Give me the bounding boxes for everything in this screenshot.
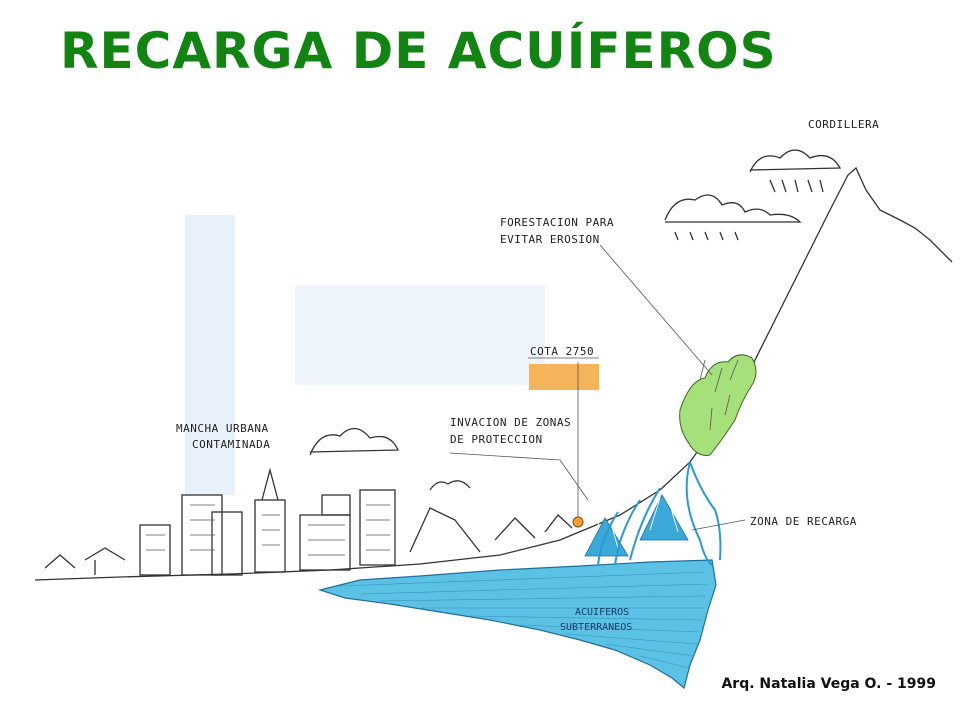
aquifer-hatching (339, 571, 709, 669)
forest-trees (699, 359, 739, 431)
label-invasion-line1: INVACION DE ZONAS (450, 416, 571, 429)
background-smudge (185, 215, 235, 495)
aquifer-body (317, 559, 717, 690)
recharge-zone (584, 494, 689, 557)
label-acuiferos-line2: SUBTERRANEOS (560, 622, 632, 633)
urban-skyline (44, 427, 573, 576)
label-forestacion-line2: EVITAR EROSION (500, 233, 600, 246)
cordillera-vegetation (664, 149, 842, 241)
label-mancha-line2: CONTAMINADA (192, 438, 270, 451)
label-zona-recarga: ZONA DE RECARGA (750, 515, 857, 528)
label-cordillera: CORDILLERA (808, 118, 879, 131)
leader-lines (449, 244, 746, 531)
cota-point (572, 516, 584, 528)
infiltration-roots (597, 461, 722, 567)
forest-patch (679, 354, 757, 456)
label-forestacion-line1: FORESTACION PARA (500, 216, 614, 229)
label-invasion-line2: DE PROTECCION (450, 433, 543, 446)
label-acuiferos-line1: ACUIFEROS (575, 607, 629, 618)
page-title: RECARGA DE ACUÍFEROS (60, 22, 777, 80)
cota-marker (529, 364, 599, 390)
building-windows (146, 504, 390, 556)
author-credit: Arq. Natalia Vega O. - 1999 (721, 676, 936, 692)
label-mancha-line1: MANCHA URBANA (176, 422, 269, 435)
label-cota: COTA 2750 (530, 345, 594, 358)
background-smudge (295, 285, 545, 385)
terrain-profile (34, 166, 953, 581)
